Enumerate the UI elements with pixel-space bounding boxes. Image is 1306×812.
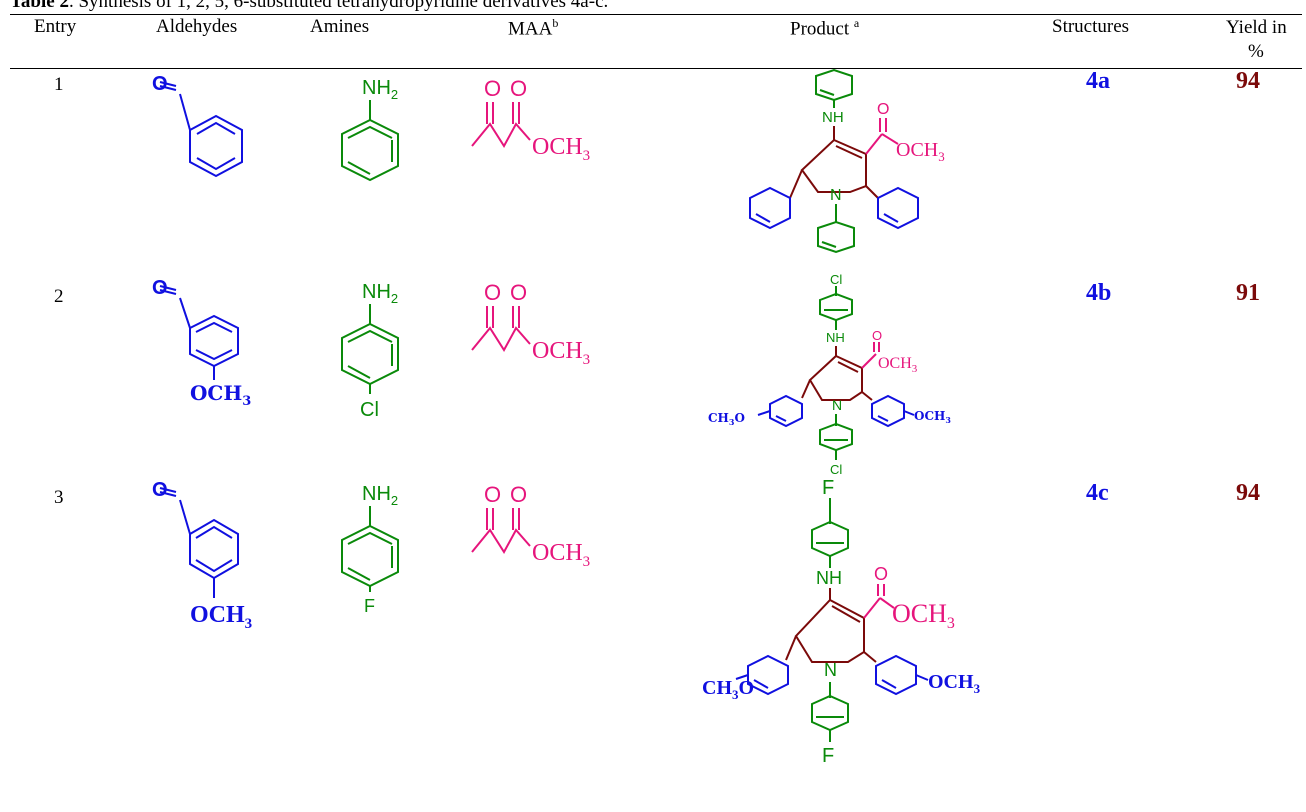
header-structures: Structures xyxy=(1052,16,1130,37)
svg-text:O: O xyxy=(484,76,501,101)
svg-text:O: O xyxy=(510,76,527,101)
svg-text:F: F xyxy=(822,745,834,767)
svg-text:NH: NH xyxy=(826,330,845,345)
row-2-aldehyde-structure: O OCH3 xyxy=(152,277,251,409)
row-3-entry: 3 xyxy=(54,487,64,508)
svg-text:O: O xyxy=(877,101,889,118)
row-2-product-structure: Cl NH O OCH3 N CH3O OCH3 Cl xyxy=(708,272,951,477)
svg-text:OCH3: OCH3 xyxy=(928,671,981,696)
svg-text:O: O xyxy=(484,280,501,305)
header-maa: MAAb xyxy=(508,16,559,40)
svg-text:O: O xyxy=(874,564,888,584)
svg-text:O: O xyxy=(152,479,168,501)
svg-text:N: N xyxy=(830,187,842,204)
svg-text:F: F xyxy=(822,477,834,499)
svg-text:F: F xyxy=(364,596,375,616)
header-rule xyxy=(10,68,1302,69)
row-1-product-structure: NH O OCH3 N xyxy=(749,68,945,254)
row-3-maa-structure: O O OCH3 xyxy=(471,482,590,570)
header-yield: Yield in% xyxy=(1226,17,1287,62)
row-1-amine-structure: NH2 xyxy=(341,77,399,182)
row-1-entry: 1 xyxy=(54,74,64,95)
svg-text:OCH3: OCH3 xyxy=(896,139,945,164)
row-1-yield: 94 xyxy=(1236,68,1260,94)
svg-text:Cl: Cl xyxy=(360,399,379,421)
svg-text:N: N xyxy=(824,660,837,680)
row-1-structure: 4a xyxy=(1086,68,1110,94)
svg-text:OCH3: OCH3 xyxy=(892,599,955,632)
svg-text:O: O xyxy=(872,328,882,343)
svg-text:NH2: NH2 xyxy=(362,77,398,102)
table-caption: Table 2. Synthesis of 1, 2, 5, 6-substit… xyxy=(10,0,608,13)
row-3-aldehyde-structure: O OCH3 xyxy=(152,479,252,632)
svg-text:OCH3: OCH3 xyxy=(532,134,590,164)
row-2-entry: 2 xyxy=(54,286,64,307)
svg-text:OCH3: OCH3 xyxy=(190,381,251,409)
row-1-maa-structure: O O OCH3 xyxy=(471,76,590,164)
svg-text:O: O xyxy=(510,482,527,507)
header-entry: Entry xyxy=(34,16,77,37)
row-3-product-structure: F NH O OCH3 N CH3O OCH3 F xyxy=(702,477,981,767)
caption-text: . Synthesis of 1, 2, 5, 6-substituted te… xyxy=(68,0,609,12)
svg-text:NH: NH xyxy=(822,109,844,126)
svg-text:CH3O: CH3O xyxy=(708,411,745,427)
svg-text:NH: NH xyxy=(816,568,842,588)
row-2-yield: 91 xyxy=(1236,280,1260,306)
row-3-amine-structure: NH2 F xyxy=(341,483,399,616)
header-product: Product a xyxy=(790,16,860,40)
svg-text:O: O xyxy=(484,482,501,507)
header-aldehydes: Aldehydes xyxy=(156,16,238,37)
svg-text:OCH3: OCH3 xyxy=(190,602,252,632)
svg-text:OCH3: OCH3 xyxy=(532,540,590,570)
svg-text:NH2: NH2 xyxy=(362,281,398,306)
caption-label: Table 2 xyxy=(10,0,69,12)
svg-text:OCH3: OCH3 xyxy=(878,355,918,375)
svg-text:CH3O: CH3O xyxy=(702,677,754,702)
svg-text:O: O xyxy=(152,277,168,299)
svg-text:NH2: NH2 xyxy=(362,483,398,508)
svg-text:OCH3: OCH3 xyxy=(532,338,590,368)
svg-text:OCH3: OCH3 xyxy=(914,409,951,425)
row-2-amine-structure: NH2 Cl xyxy=(341,281,399,421)
svg-text:N: N xyxy=(832,397,842,413)
svg-text:Cl: Cl xyxy=(830,272,842,287)
row-3-yield: 94 xyxy=(1236,480,1260,506)
row-3-structure: 4c xyxy=(1086,480,1109,506)
row-2-maa-structure: O O OCH3 xyxy=(471,280,590,368)
top-rule xyxy=(10,14,1302,15)
svg-text:Cl: Cl xyxy=(830,462,842,477)
svg-text:O: O xyxy=(510,280,527,305)
row-2-structure: 4b xyxy=(1086,280,1112,306)
header-amines: Amines xyxy=(310,16,370,37)
svg-text:O: O xyxy=(152,73,168,95)
row-1-aldehyde-structure: O xyxy=(152,73,243,178)
